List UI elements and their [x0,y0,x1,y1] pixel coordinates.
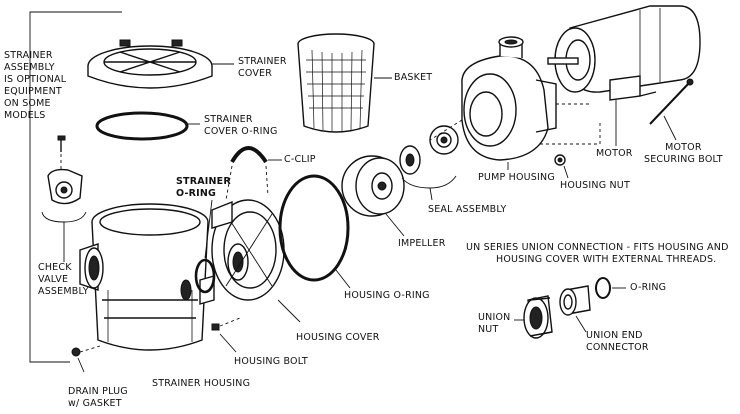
label-basket: BASKET [394,72,433,83]
housing-cover-shape [211,199,285,301]
seal-assembly-shape [399,125,459,175]
label-housing-nut: HOUSING NUT [560,180,630,191]
label-housing-cover: HOUSING COVER [296,332,380,343]
housing-nut-shape [554,154,566,166]
label-motor-securing-bolt: MOTOR SECURING BOLT [644,142,723,165]
label-strainer-assembly-note: STRAINER ASSEMBLY IS OPTIONAL EQUIPMENT … [4,50,67,121]
label-union-end-connector: UNION END CONNECTOR [586,330,649,353]
pump-housing-shape [461,36,557,161]
label-impeller: IMPELLER [398,238,446,249]
union-oring [595,277,611,299]
label-housing-bolt: HOUSING BOLT [234,356,308,367]
label-un-series-note: UN SERIES UNION CONNECTION - FITS HOUSIN… [466,242,729,265]
label-strainer-cover: STRAINER COVER [238,56,287,79]
housing-bolt-shape [211,317,241,331]
label-housing-oring: HOUSING O-RING [344,290,430,301]
label-drain-plug: DRAIN PLUG w/ GASKET [68,386,128,409]
strainer-cover [87,39,213,89]
label-strainer-oring: STRAINER O-RING [176,176,231,199]
union-end-connector-shape [559,285,591,316]
label-union-nut: UNION NUT [478,312,511,335]
motor-securing-bolt-shape [649,78,694,125]
drain-plug-shape [71,345,101,357]
impeller-shape [341,155,405,217]
label-strainer-cover-oring: STRAINER COVER O-RING [204,114,278,137]
optional-bracket [29,11,122,363]
c-clip [230,146,268,164]
label-c-clip: C-CLIP [284,154,316,165]
strainer-oring [194,258,216,294]
check-valve-screw [57,135,66,172]
label-check-valve-assembly: CHECK VALVE ASSEMBLY [38,262,89,297]
label-seal-assembly: SEAL ASSEMBLY [428,204,507,215]
label-pump-housing: PUMP HOUSING [478,172,555,183]
strainer-housing-shape [79,203,215,351]
label-motor: MOTOR [596,148,633,159]
label-strainer-housing: STRAINER HOUSING [152,378,251,389]
motor-shape [547,5,701,101]
union-nut-shape [523,295,553,339]
housing-oring [278,174,350,282]
check-valve [47,168,83,205]
basket [297,33,375,133]
label-oring: O-RING [630,282,667,293]
strainer-cover-oring [95,111,189,141]
